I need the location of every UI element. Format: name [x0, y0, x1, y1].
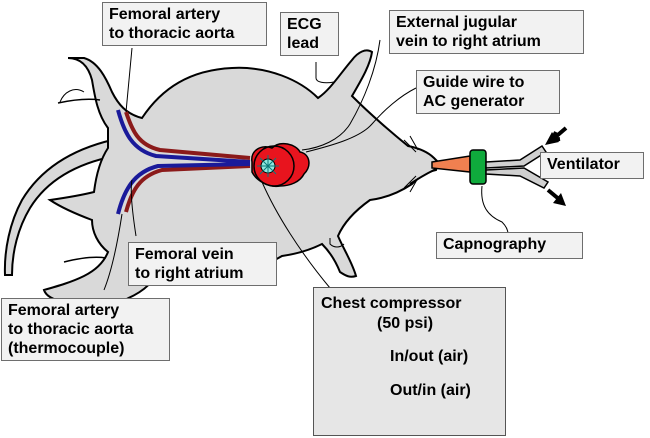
leader-femoral-artery-bottom: [103, 213, 123, 291]
ventilator-tube-lower: [485, 167, 550, 189]
label-line: External jugular: [396, 14, 517, 31]
compressor-title-line2: (50 psi): [377, 315, 434, 332]
leader-compressor: [261, 181, 331, 289]
label-line: (thermocouple): [8, 340, 125, 357]
femoral-vein-top-catheter: [116, 109, 251, 164]
label-line: AC generator: [423, 93, 525, 110]
label-line: ECG: [287, 16, 322, 33]
label-capnography: Capnography: [436, 232, 583, 259]
label-line: to thoracic aorta: [109, 25, 235, 42]
compressor-panel: [313, 287, 506, 436]
label-line: Femoral artery: [109, 6, 221, 23]
endotracheal-tube: [431, 155, 471, 173]
label-line: to right atrium: [135, 265, 244, 282]
heart-electrode-spikes: [257, 155, 279, 177]
leader-guide-wire: [305, 87, 417, 153]
label-ventilator: Ventilator: [540, 152, 644, 179]
label-line: Guide wire to: [423, 74, 525, 91]
rat-paw-bottom: [63, 256, 107, 263]
heart-target-ring: [253, 145, 295, 187]
inflow-arrowhead: [545, 132, 559, 145]
femoral-vein-bottom-catheter: [116, 162, 251, 215]
leader-ecg-tail: [329, 238, 345, 248]
label-line: Femoral artery: [8, 302, 120, 319]
rat-body: [42, 49, 438, 307]
compressor-title-line1: Chest compressor: [321, 295, 462, 312]
ventilator-tube-upper: [485, 144, 548, 169]
leader-ecg: [315, 62, 335, 84]
airway-connector: [469, 149, 487, 185]
rat-paw-top: [57, 98, 101, 104]
label-guide-wire: Guide wire to AC generator: [416, 70, 560, 114]
label-line: Capnography: [443, 236, 547, 253]
leader-jugular: [301, 39, 381, 151]
label-femoral-artery-top: Femoral artery to thoracic aorta: [102, 2, 267, 46]
femoral-artery-top-catheter: [124, 111, 251, 160]
compressor-port-bottom-label: Out/in (air): [390, 382, 471, 399]
outflow-arrowhead: [553, 193, 566, 206]
label-line: to thoracic aorta: [8, 321, 134, 338]
leader-capnography: [481, 185, 509, 235]
label-jugular: External jugular vein to right atrium: [389, 10, 584, 54]
rat-whiskers: [403, 135, 419, 193]
label-line: vein to right atrium: [396, 33, 541, 50]
label-line: Femoral vein: [135, 246, 234, 263]
label-femoral-vein: Femoral vein to right atrium: [128, 242, 277, 286]
leader-femoral-vein: [130, 179, 137, 237]
compressor-port-top-label: In/out (air): [390, 348, 469, 365]
leader-left-paw: [59, 89, 85, 103]
label-line: Ventilator: [547, 156, 620, 173]
label-line: lead: [287, 35, 320, 52]
leader-femoral-artery-top: [125, 47, 133, 113]
label-femoral-artery-bottom: Femoral artery to thoracic aorta (thermo…: [1, 298, 170, 361]
label-ecg: ECG lead: [280, 12, 339, 56]
femoral-artery-bottom-catheter: [124, 164, 251, 213]
